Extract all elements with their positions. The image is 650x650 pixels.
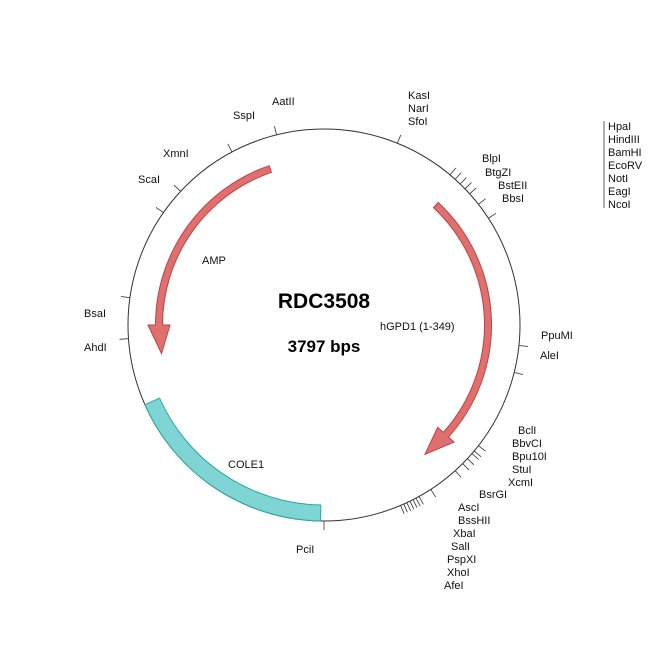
site-label[interactable]: BbsI <box>502 193 524 205</box>
site-label[interactable]: BssHII <box>458 515 490 527</box>
site-tick <box>418 496 424 505</box>
site-label[interactable]: NotI <box>608 173 628 185</box>
site-label[interactable]: NarI <box>408 103 429 115</box>
site-label[interactable]: AleI <box>540 350 559 362</box>
site-ticks <box>119 125 528 530</box>
site-tick <box>430 489 436 498</box>
site-label[interactable]: XbaI <box>453 528 476 540</box>
site-label[interactable]: XmnI <box>163 148 189 160</box>
site-label[interactable]: BsaI <box>84 308 106 320</box>
site-label[interactable]: Bpu10I <box>512 451 547 463</box>
site-tick <box>119 338 129 340</box>
site-label[interactable]: PpuMI <box>541 330 573 342</box>
site-label[interactable]: BclI <box>518 425 536 437</box>
hgpd1-label: hGPD1 (1-349) <box>380 321 455 333</box>
site-label[interactable]: SfoI <box>408 116 428 128</box>
site-label[interactable]: AfeI <box>444 580 464 592</box>
site-label[interactable]: AhdI <box>84 342 107 354</box>
site-label[interactable]: StuI <box>512 464 532 476</box>
site-label[interactable]: BbvCI <box>512 438 542 450</box>
site-label[interactable]: EcoRV <box>608 160 643 172</box>
site-label[interactable]: HindIII <box>608 134 640 146</box>
hgpd1-arrow <box>423 201 492 456</box>
cole1-feature <box>144 397 322 522</box>
site-tick <box>173 184 181 192</box>
site-label[interactable]: BstEII <box>498 180 527 192</box>
site-tick <box>120 296 130 299</box>
amp-arrow <box>147 165 273 356</box>
site-label[interactable]: PspXI <box>447 554 476 566</box>
site-tick <box>406 502 411 511</box>
site-tick <box>514 372 524 375</box>
site-tick <box>412 499 418 508</box>
site-label[interactable]: HpaI <box>608 121 631 133</box>
site-tick <box>155 207 164 213</box>
site-tick <box>464 182 472 190</box>
site-tick <box>227 143 233 153</box>
site-label[interactable]: AscI <box>458 502 479 514</box>
site-tick <box>415 497 421 507</box>
site-tick <box>409 500 415 510</box>
far-right-site-list: HpaI HindIII BamHI EcoRV NotI EagI NcoI <box>608 121 643 211</box>
site-tick <box>473 450 482 458</box>
site-label[interactable]: EagI <box>608 186 631 198</box>
site-tick <box>403 503 408 513</box>
plasmid-name: RDC3508 <box>278 290 371 313</box>
site-label[interactable]: ScaI <box>138 174 160 186</box>
site-tick <box>478 198 486 205</box>
site-label[interactable]: NcoI <box>608 199 631 211</box>
amp-label: AMP <box>202 255 226 267</box>
site-tick <box>449 167 457 176</box>
site-label[interactable]: BsrGI <box>479 489 507 501</box>
site-tick <box>518 345 528 347</box>
site-tick <box>478 445 486 452</box>
site-tick <box>397 134 402 144</box>
site-label[interactable]: XcmI <box>508 477 533 489</box>
site-tick <box>454 470 462 478</box>
site-label[interactable]: PciI <box>296 544 314 556</box>
site-label[interactable]: AatII <box>272 96 295 108</box>
site-tick <box>459 177 467 185</box>
site-tick <box>467 458 475 466</box>
site-tick <box>462 463 470 471</box>
site-tick <box>454 172 462 180</box>
site-label[interactable]: SspI <box>233 110 255 122</box>
plasmid-size: 3797 bps <box>288 337 361 356</box>
site-label[interactable]: SalI <box>451 541 470 553</box>
site-tick <box>274 125 277 135</box>
site-label[interactable]: BlpI <box>482 153 501 165</box>
site-tick <box>471 453 479 460</box>
site-tick <box>400 505 405 514</box>
site-tick <box>488 213 497 219</box>
site-tick <box>469 187 477 195</box>
cole1-label: COLE1 <box>228 459 264 471</box>
site-label[interactable]: BtgZI <box>485 167 511 179</box>
site-label[interactable]: XhoI <box>447 567 470 579</box>
site-label[interactable]: BamHI <box>608 147 642 159</box>
site-label[interactable]: KasI <box>408 90 430 102</box>
